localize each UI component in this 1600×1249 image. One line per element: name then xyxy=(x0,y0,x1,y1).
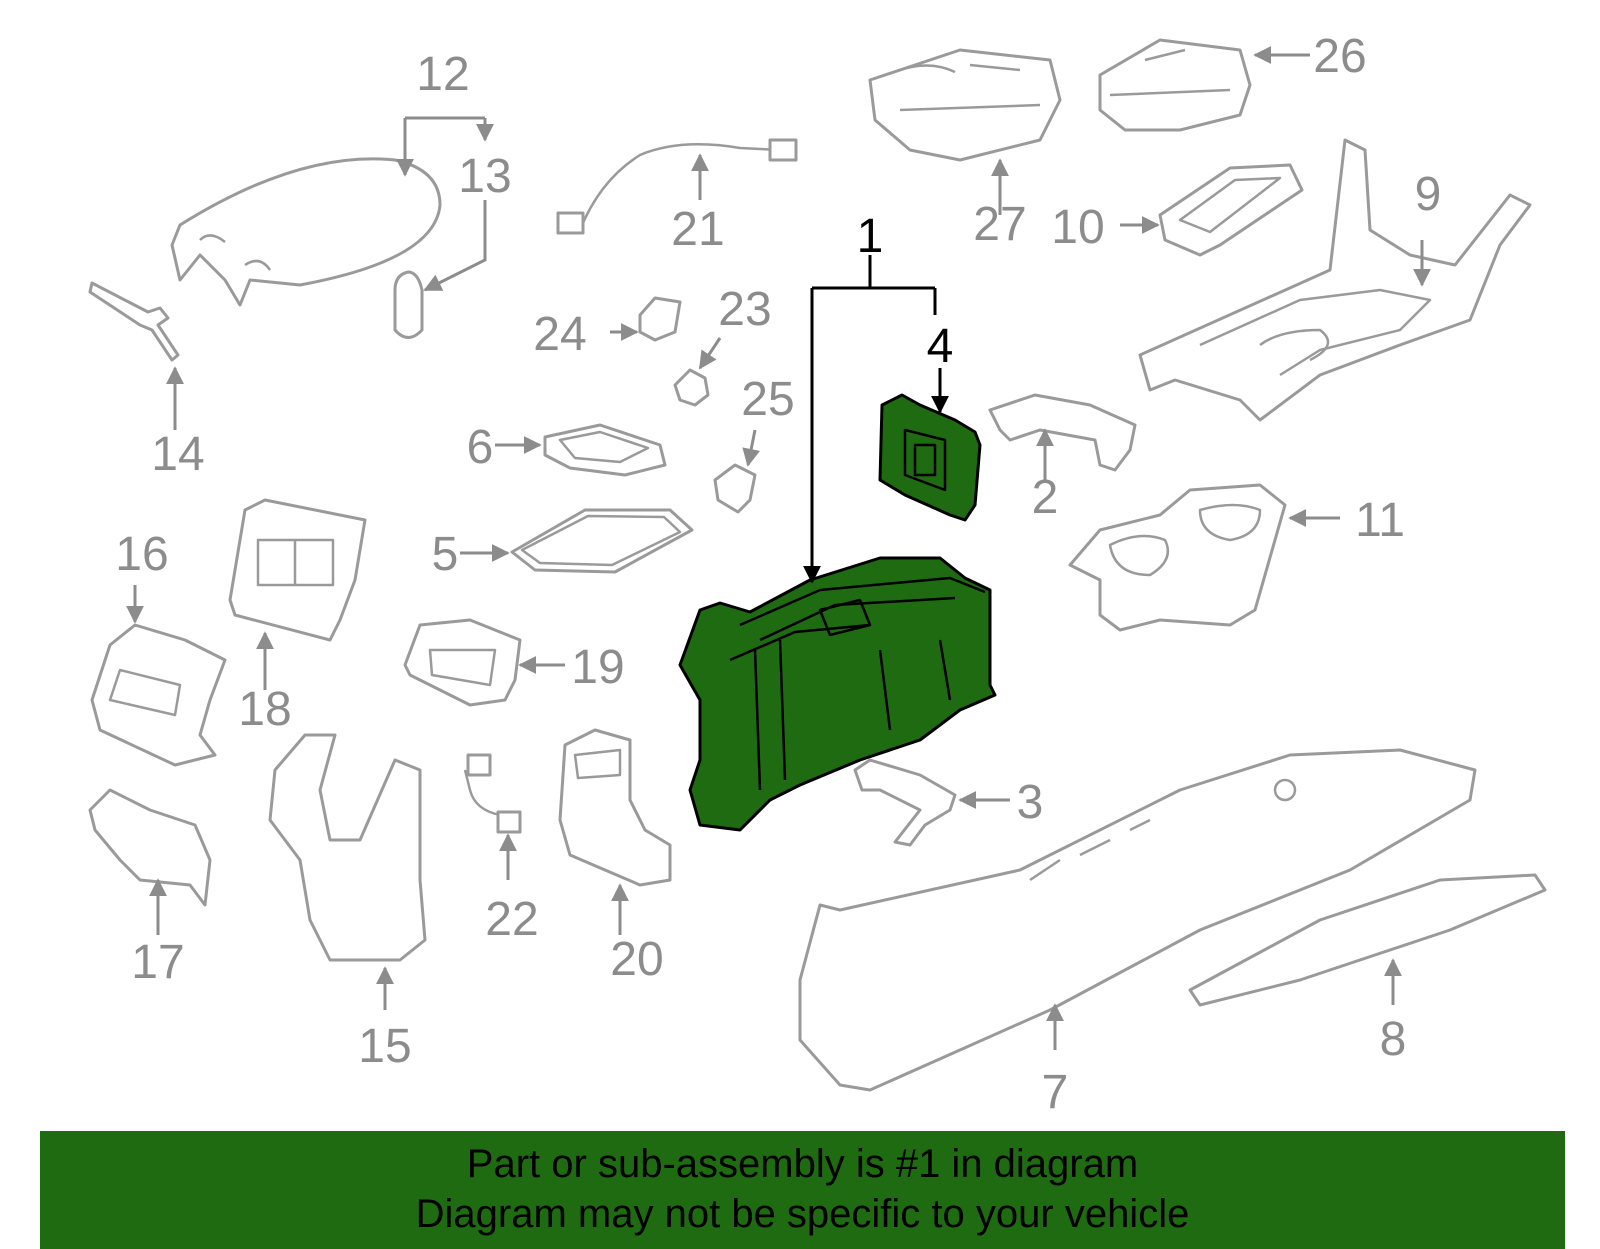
callout-26: 26 xyxy=(1313,30,1366,83)
bezel-16-part[interactable] xyxy=(90,623,227,767)
callout-25: 25 xyxy=(741,373,794,426)
callout-11: 11 xyxy=(1355,494,1405,547)
console-panel-9-part[interactable] xyxy=(1138,138,1532,422)
bracket-25-part[interactable] xyxy=(713,463,757,514)
shift-switch-27-part[interactable] xyxy=(868,48,1062,162)
callout-24: 24 xyxy=(533,308,586,361)
bolt-23-part[interactable] xyxy=(673,368,710,407)
callout-16: 16 xyxy=(115,528,168,581)
callout-4: 4 xyxy=(927,320,954,373)
banner-line-2: Diagram may not be specific to your vehi… xyxy=(415,1192,1190,1236)
bezel-10-part[interactable] xyxy=(1158,163,1304,257)
callout-7: 7 xyxy=(1042,1066,1069,1119)
callout-20: 20 xyxy=(610,933,663,986)
callout-27: 27 xyxy=(973,198,1026,251)
callout-18: 18 xyxy=(238,683,291,736)
info-banner: Part or sub-assembly is #1 in diagram Di… xyxy=(40,1131,1565,1249)
callout-2: 2 xyxy=(1032,471,1059,524)
callout-15: 15 xyxy=(358,1020,411,1073)
cup-holder-insert-11-part[interactable] xyxy=(1068,483,1287,632)
tray-6-part[interactable] xyxy=(543,423,667,477)
vent-19-part[interactable] xyxy=(403,618,522,707)
callout-22: 22 xyxy=(485,893,538,946)
wire-harness-22-part[interactable] xyxy=(463,753,522,834)
callout-13: 13 xyxy=(458,150,511,203)
console-box-1-highlighted-part[interactable] xyxy=(678,556,997,832)
callout-9: 9 xyxy=(1415,168,1442,221)
switch-26-part[interactable] xyxy=(1098,38,1252,132)
banner-line-1: Part or sub-assembly is #1 in diagram xyxy=(466,1142,1139,1186)
trim-strip-8-part[interactable] xyxy=(1188,873,1547,1007)
callout-14: 14 xyxy=(151,428,204,481)
mat-5-part[interactable] xyxy=(510,508,694,574)
callout-1: 1 xyxy=(857,210,884,263)
wire-harness-21-part[interactable] xyxy=(556,138,798,235)
callout-21: 21 xyxy=(671,203,724,256)
clip-24-part[interactable] xyxy=(638,296,682,342)
side-panel-7-part[interactable] xyxy=(798,748,1477,1092)
armrest-lid-part[interactable] xyxy=(170,157,442,307)
callout-23: 23 xyxy=(718,283,771,336)
bracket-4-highlighted-part[interactable] xyxy=(878,393,982,522)
callout-8: 8 xyxy=(1380,1013,1407,1066)
cup-holder-20-part[interactable] xyxy=(558,728,672,887)
callout-10: 10 xyxy=(1051,201,1104,254)
bracket-2-part[interactable] xyxy=(988,393,1137,472)
callout-6: 6 xyxy=(467,421,494,474)
callout-5: 5 xyxy=(432,528,459,581)
hinge-pin-part[interactable] xyxy=(88,281,180,362)
bumper-stopper-part[interactable] xyxy=(393,270,424,339)
callout-19: 19 xyxy=(571,641,624,694)
rear-vent-18-part[interactable] xyxy=(228,498,367,642)
bracket-3-part[interactable] xyxy=(853,758,957,847)
callout-12: 12 xyxy=(416,48,469,101)
lower-trim-15-part[interactable] xyxy=(268,733,427,962)
bracket-17-part[interactable] xyxy=(88,788,212,907)
callout-17: 17 xyxy=(131,936,184,989)
callout-3: 3 xyxy=(1017,776,1044,829)
